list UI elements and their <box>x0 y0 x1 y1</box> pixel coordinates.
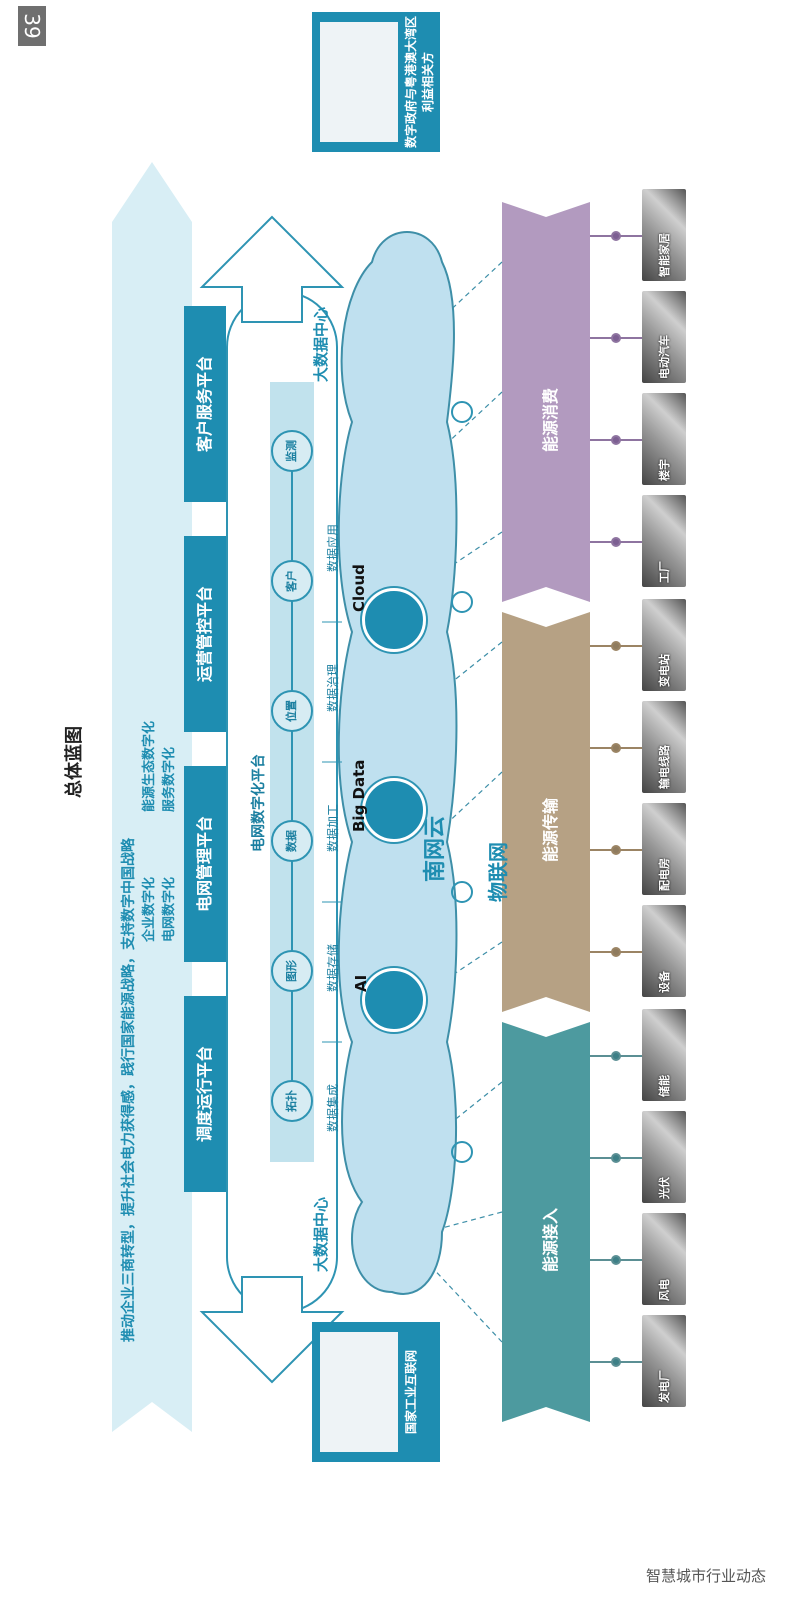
vision-arrow <box>112 162 192 1432</box>
band-transmission <box>502 612 590 1012</box>
data-center-right: 大数据中心 <box>312 306 330 382</box>
flow-processing: 数据加工 <box>326 803 340 852</box>
external-top-image <box>320 22 398 142</box>
flow-governance: 数据治理 <box>326 663 340 712</box>
band-consumption <box>502 202 590 602</box>
flow-integration: 数据集成 <box>326 1083 340 1132</box>
iot-label: 物联网 <box>486 842 510 902</box>
external-bottom-label: 国家工业互联网 <box>404 1350 418 1435</box>
arrow-right <box>199 215 345 323</box>
node-customer: 客户 <box>271 560 313 602</box>
ai-circle <box>362 968 426 1032</box>
flow-application: 数据应用 <box>326 523 340 572</box>
cloud-circle <box>362 588 426 652</box>
band-generation <box>502 1022 590 1422</box>
external-top-box: 数字政府与粤港澳大湾区利益相关方 <box>312 12 440 152</box>
node-topology: 拓扑 <box>271 1080 313 1122</box>
digitization-grid: 电网数字化 <box>162 876 177 942</box>
digital-platform-title: 电网数字化平台 <box>251 754 267 852</box>
node-location: 位置 <box>271 690 313 732</box>
band-shapes <box>112 162 590 1432</box>
big-data-circle <box>362 778 426 842</box>
data-center-left: 大数据中心 <box>312 1196 330 1272</box>
platform-customer-service: 客户服务平台 <box>184 306 226 502</box>
node-graphic: 图形 <box>271 950 313 992</box>
cloud-tech-label: Cloud <box>350 564 368 612</box>
digitization-service: 服务数字化 <box>162 746 177 812</box>
arrow-left <box>199 1276 345 1384</box>
digitization-enterprise: 企业数字化 <box>142 876 157 942</box>
blueprint-diagram: 总体蓝图 能源接入 能源传输 能源消费 发电厂 风电 光伏 储能 设备 配电房 … <box>52 12 742 1462</box>
cloud-shape <box>337 231 458 1295</box>
page-number-tab: 39 <box>18 6 46 46</box>
watermark: 智慧城市行业动态 <box>645 1567 766 1585</box>
page-number: 39 <box>20 13 44 39</box>
platform-dispatch: 调度运行平台 <box>184 996 226 1192</box>
external-top-label: 数字政府与粤港澳大湾区利益相关方 <box>404 15 435 148</box>
platform-operation-control: 运营管控平台 <box>184 536 226 732</box>
digitization-ecosystem: 能源生态数字化 <box>142 720 157 812</box>
node-data: 数据 <box>271 820 313 862</box>
external-bottom-image <box>320 1332 398 1452</box>
platform-grid-management: 电网管理平台 <box>184 766 226 962</box>
vision-statement: 推动企业三商转型，提升社会电力获得感，践行国家能源战略，支持数字中国战略 <box>121 838 137 1342</box>
ai-label: AI <box>352 974 370 992</box>
big-data-label: Big Data <box>350 759 368 832</box>
node-monitoring: 监测 <box>271 430 313 472</box>
cloud-name: 南网云 <box>423 815 448 882</box>
flow-storage: 数据存储 <box>326 943 340 992</box>
external-bottom-box: 国家工业互联网 <box>312 1322 440 1462</box>
